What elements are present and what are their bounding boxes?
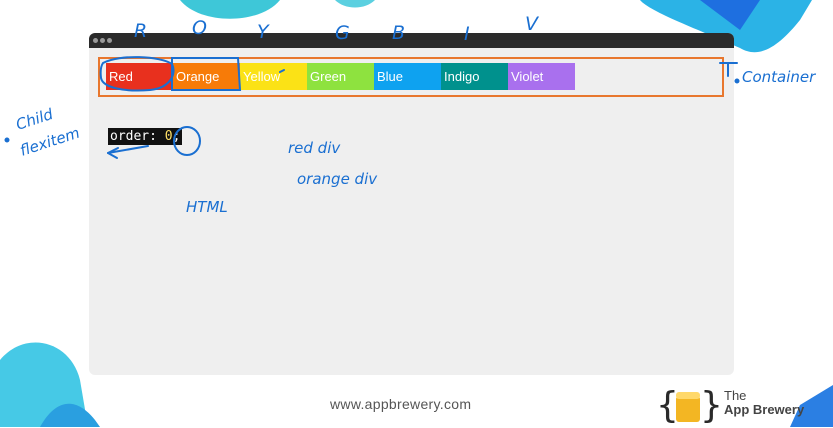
flex-item-orange: Orange [173, 63, 240, 90]
letter-b: B [392, 22, 405, 44]
footer-url[interactable]: www.appbrewery.com [330, 396, 472, 412]
svg-text:}: } [700, 385, 722, 426]
letter-r: R [134, 20, 147, 42]
code-property: order: [110, 129, 157, 144]
window-dot-3 [107, 38, 112, 43]
letter-i: I [464, 23, 470, 45]
flex-item-label: Blue [377, 69, 404, 84]
window-dot-1 [93, 38, 98, 43]
flex-item-blue: Blue [374, 63, 441, 90]
orange-div-label: orange div [297, 170, 378, 188]
code-snippet: order: 0; [108, 128, 183, 145]
brand-logo-text: The App Brewery [724, 389, 804, 417]
flex-item-label: Green [310, 69, 347, 84]
letter-o: O [192, 17, 207, 39]
browser-titlebar [89, 33, 734, 48]
brand-line-1: The [724, 388, 747, 403]
flex-item-red: Red [106, 63, 173, 90]
flex-container: Red Orange Yellow Green Blue Indigo Viol… [98, 57, 724, 97]
braces-beer-icon: { } [656, 385, 722, 426]
letter-g: G [335, 22, 350, 44]
flex-item-label: Yellow [243, 69, 281, 84]
svg-text:{: { [656, 385, 679, 426]
child-label: Child [14, 105, 56, 134]
letter-v: V [525, 13, 540, 35]
flex-item-label: Indigo [444, 69, 480, 84]
code-value: 0 [164, 129, 173, 144]
letter-y: Y [257, 21, 270, 43]
brand-line-2: App Brewery [724, 402, 805, 417]
container-label: Container [742, 68, 816, 86]
flex-item-yellow: Yellow [240, 63, 307, 90]
code-semicolon: ; [172, 129, 181, 144]
html-label: HTML [186, 198, 228, 216]
window-dot-2 [100, 38, 105, 43]
browser-window: Red Orange Yellow Green Blue Indigo Viol… [89, 33, 734, 375]
flex-item-label: Violet [511, 69, 544, 84]
flex-item-indigo: Indigo [441, 63, 508, 90]
flex-item-label: Orange [176, 69, 220, 84]
flex-item-green: Green [307, 63, 374, 90]
flex-item-violet: Violet [508, 63, 575, 90]
flex-item-label: Red [109, 69, 133, 84]
red-div-label: red div [288, 139, 341, 157]
